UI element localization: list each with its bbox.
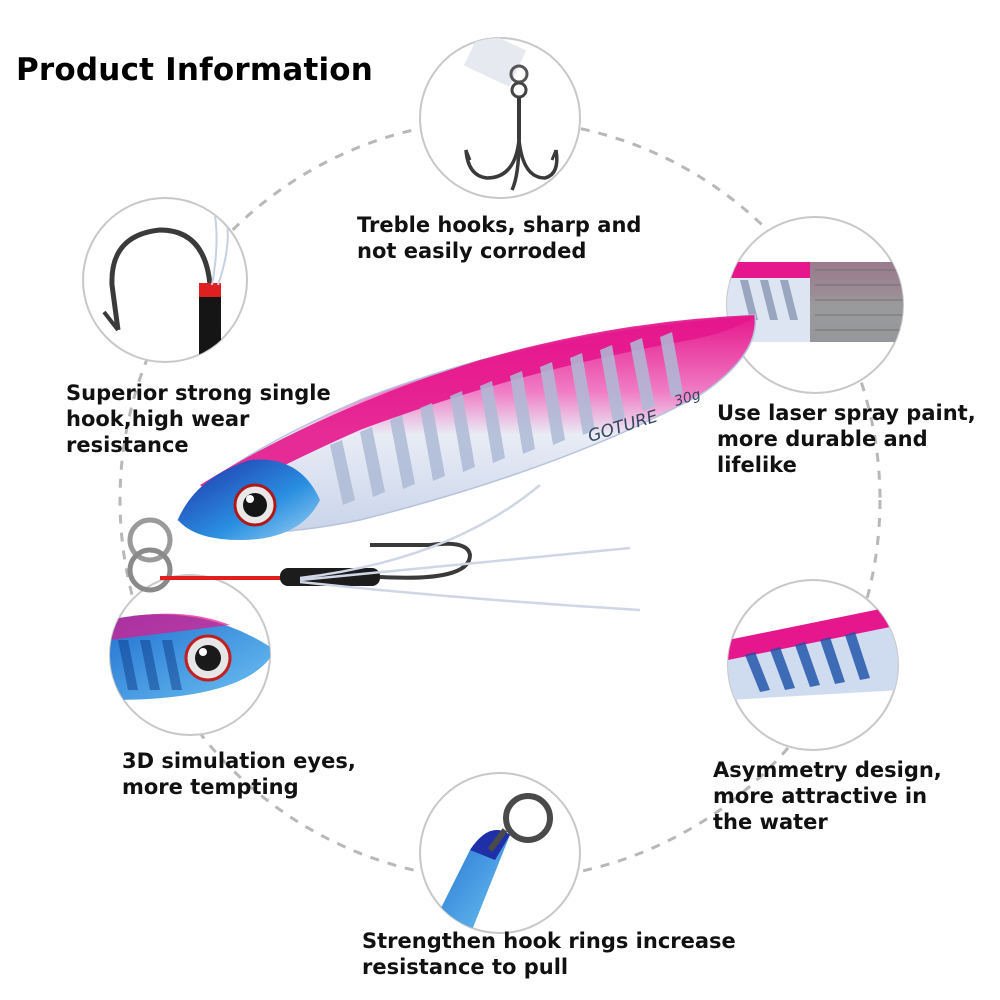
laser-scales [330, 332, 683, 505]
lure-weight-text: 30g [672, 387, 702, 410]
caption-line: the water [713, 810, 828, 834]
assist-hook-icon [370, 541, 473, 580]
detail-circle-treble-hook [419, 37, 581, 199]
caption-line: Asymmetry design, [713, 758, 942, 782]
detail-circle-asymmetry [727, 579, 899, 751]
caption-line: more attractive in [713, 784, 928, 808]
detail-circle-laser-paint [726, 216, 904, 394]
caption-laser-paint: Use laser spray paint, more durable and … [717, 400, 976, 478]
caption-single-hook: Superior strong single hook,high wear re… [66, 380, 331, 458]
caption-line: lifelike [717, 453, 797, 477]
caption-line: more durable and [717, 427, 928, 451]
caption-treble-hooks: Treble hooks, sharp and not easily corro… [357, 212, 641, 264]
split-ring-icon [127, 517, 173, 563]
fishing-lure: GOTURE 30g [127, 314, 757, 612]
caption-line: Strengthen hook rings increase [362, 929, 736, 953]
caption-line: Use laser spray paint, [717, 401, 976, 425]
caption-line: Superior strong single [66, 381, 331, 405]
detail-circle-single-hook [82, 197, 248, 363]
caption-line: not easily corroded [357, 239, 587, 263]
caption-line: resistance to pull [362, 955, 569, 979]
detail-circle-hook-ring [419, 772, 581, 934]
caption-asymmetry: Asymmetry design, more attractive in the… [713, 757, 942, 835]
caption-line: more tempting [122, 775, 299, 799]
caption-3d-eyes: 3D simulation eyes, more tempting [122, 748, 356, 800]
caption-line: Treble hooks, sharp and [357, 213, 642, 237]
detail-circle-3d-eye [109, 574, 271, 736]
page-title: Product Information [16, 52, 374, 88]
caption-line: hook,high wear [66, 407, 250, 431]
caption-line: 3D simulation eyes, [122, 749, 356, 773]
caption-line: resistance [66, 433, 189, 457]
caption-hook-rings: Strengthen hook rings increase resistanc… [362, 928, 736, 980]
